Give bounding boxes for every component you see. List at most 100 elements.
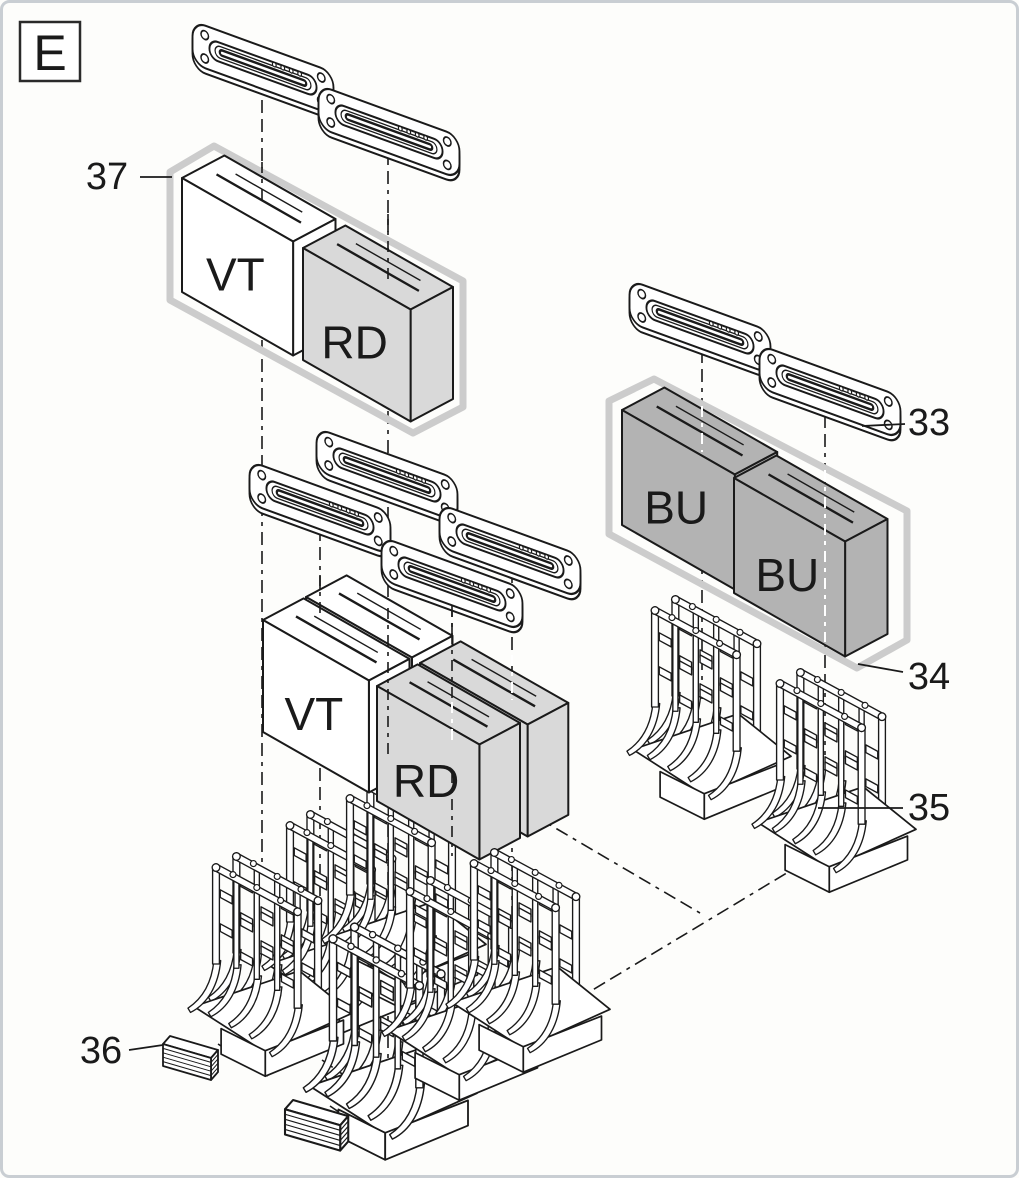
holder-clip	[793, 687, 801, 695]
foam-block-vt-top-front	[181, 177, 295, 357]
holder-clip	[323, 817, 331, 826]
lamella-stripe	[284, 1123, 341, 1142]
holder-slat	[658, 666, 672, 682]
holder-tine	[388, 1083, 426, 1140]
screw-hole	[442, 159, 452, 171]
holder-slat	[824, 727, 838, 743]
holder-clip	[447, 907, 455, 916]
callout-36: 36	[80, 1030, 164, 1072]
lamella-stripe	[284, 1113, 341, 1131]
screw-hole	[316, 72, 326, 83]
callout-37: 37	[86, 156, 172, 198]
holder-slat	[559, 924, 573, 940]
foam-slit-echo	[427, 681, 490, 718]
screw-hole	[563, 555, 573, 566]
screw-hole	[767, 377, 777, 388]
foam-slit	[409, 681, 489, 728]
callout-33-leader	[861, 423, 906, 427]
screw-hole	[637, 312, 647, 323]
screw-hole	[767, 353, 777, 365]
lamella-stripe	[162, 1052, 212, 1068]
holder-tine	[442, 1010, 477, 1064]
callout-36-label: 36	[80, 1030, 122, 1072]
holder-clip	[327, 841, 335, 850]
holder-clip	[229, 871, 237, 879]
lamella-stripe	[339, 1135, 349, 1146]
vent-hole	[328, 501, 334, 508]
foam-block-bu-right: BU	[733, 454, 889, 658]
lamella-front	[162, 1043, 212, 1081]
holder-wall	[626, 606, 742, 801]
vent-hole	[486, 586, 492, 593]
cover-plate-slot-rim	[214, 45, 312, 91]
screw-hole	[389, 569, 399, 580]
holder-clip	[387, 814, 395, 823]
holder-slat	[336, 997, 351, 1015]
foam-slit	[336, 243, 420, 292]
foam-slit-echo	[675, 405, 744, 446]
holder-rail-cap	[305, 809, 315, 819]
holder-clip	[736, 628, 744, 636]
foam-slit-echo	[313, 615, 379, 654]
screw-hole	[324, 460, 334, 471]
vent-hole	[518, 544, 524, 551]
holder-post	[293, 912, 302, 1009]
holder-rail-cap	[328, 934, 338, 944]
foam-block-rd-top-label: RD	[321, 316, 387, 368]
holder-clip	[668, 614, 676, 622]
screw-hole	[324, 436, 334, 448]
screw-hole	[505, 611, 515, 623]
holder-slat	[719, 682, 734, 698]
holder-post	[857, 728, 866, 825]
holder-slat	[783, 705, 797, 721]
holder-post	[211, 868, 221, 965]
cover-plate-slot-rim	[403, 561, 501, 607]
holder-slat	[219, 889, 233, 905]
holder-clip	[555, 881, 563, 889]
vent-hole	[404, 471, 410, 478]
holder-post	[817, 706, 825, 796]
screw-hole	[442, 136, 452, 147]
vent-hole	[527, 547, 533, 554]
holder-post	[387, 821, 395, 911]
foam-slit	[452, 658, 536, 708]
holder-post	[797, 695, 804, 785]
holder-clip	[861, 701, 869, 709]
holder-slat	[353, 820, 367, 836]
foam-slit	[338, 592, 421, 641]
holder-rail-cap	[469, 859, 479, 869]
cover-plate-slot-rim	[651, 304, 749, 350]
lamella-insert	[162, 1035, 219, 1081]
holder-slat	[280, 973, 295, 989]
lamella-stripe	[339, 1120, 349, 1131]
screw-hole	[326, 93, 336, 105]
lamella-front	[283, 1108, 342, 1152]
cover-plate-slot	[342, 455, 432, 495]
cover-plate-slot-rim	[271, 485, 369, 531]
group-outline-34	[605, 375, 911, 672]
holder-slat	[518, 941, 532, 957]
cover-plate	[317, 87, 461, 182]
vent-hole	[345, 507, 351, 514]
holder-slat	[803, 767, 818, 783]
callout-34-leader	[857, 663, 904, 673]
foam-block-rd-middle: RD	[376, 663, 521, 861]
holder-slat	[678, 694, 693, 710]
holder-rail-cap	[650, 606, 660, 616]
holder-post	[367, 810, 374, 900]
callout-34-label: 34	[908, 656, 950, 698]
holder-clip	[368, 930, 377, 939]
cover-plate-slot-rim	[781, 369, 879, 415]
cover-plate	[315, 430, 459, 525]
vent-hole	[847, 388, 853, 395]
holder-rail-cap	[732, 650, 742, 660]
vent-hole	[734, 329, 740, 336]
holder-slat	[865, 778, 879, 794]
holder-rail-cap	[427, 838, 437, 848]
callout-36-leader	[128, 1044, 164, 1051]
foam-block-rd-middle-label: RD	[393, 755, 459, 807]
holder-slat	[379, 985, 395, 1002]
vent-hole	[838, 385, 844, 392]
holder-rail-cap	[231, 851, 241, 861]
holder-rail-cap	[345, 794, 355, 804]
